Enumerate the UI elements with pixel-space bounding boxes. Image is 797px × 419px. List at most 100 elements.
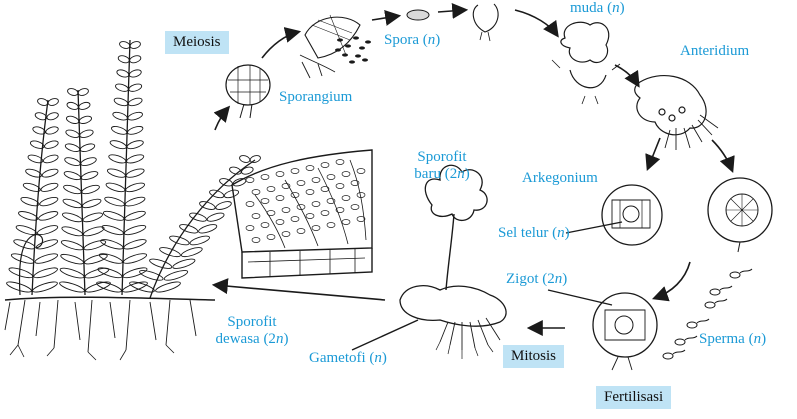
fern-leaflet	[40, 182, 59, 192]
fern-leaflet	[81, 184, 100, 195]
fern-leaflet	[64, 143, 81, 152]
fern-leaflet	[125, 168, 145, 178]
fern-leaflet	[189, 212, 207, 222]
sperm-illustration	[662, 268, 753, 360]
antheridium-illustration	[707, 177, 773, 253]
tissue-sporangium	[305, 189, 315, 195]
fern-leaflet	[78, 101, 91, 110]
spore-dot	[345, 44, 351, 48]
fern-leaflet	[41, 168, 59, 178]
tissue-sporangium	[251, 213, 261, 219]
fern-leaflet	[80, 171, 99, 181]
fern-leaflet	[38, 211, 59, 221]
fern-leaflet	[59, 267, 85, 279]
tissue-sporangium	[320, 162, 330, 168]
muda-label: muda (n)	[570, 0, 625, 16]
tissue-sporangium	[245, 177, 255, 183]
fertilisasi-label: Fertilisasi	[596, 386, 672, 409]
fern-leaflet	[139, 270, 164, 281]
sporofit-baru-label: Sporofit baru (2n)	[414, 149, 470, 182]
tissue-sporangium	[266, 210, 276, 216]
fern-leaflet	[84, 253, 108, 265]
fern-leaflet	[13, 239, 36, 250]
mature-gametophyte-illustration	[634, 74, 719, 150]
fern-leaflet	[241, 166, 254, 175]
tissue-sporangium	[326, 222, 336, 228]
fern-leaflet	[60, 240, 84, 251]
fern-leaflet	[33, 267, 58, 279]
tissue-sporangium	[320, 186, 330, 192]
tissue-sporangium	[356, 192, 366, 198]
tissue-sporangium	[356, 216, 366, 222]
fern-leaflet	[223, 189, 240, 199]
fern-leaflet	[60, 253, 84, 265]
fern-leaflet	[63, 171, 82, 181]
fern-leaflet	[96, 281, 122, 293]
fern-leaflet	[66, 101, 79, 110]
tissue-sporangium	[281, 183, 291, 189]
sporangium-illustration	[225, 64, 271, 119]
fern-leaflet	[129, 41, 141, 49]
tissue-sporangium	[335, 183, 345, 189]
tissue-sporangium	[311, 201, 321, 207]
fertilization-illustration	[592, 292, 658, 371]
fern-leaflet	[78, 115, 93, 124]
spore-dot	[353, 36, 359, 40]
tissue-sporangium	[356, 168, 366, 174]
sporofit-dewasa-label: Sporofit dewasa (2n)	[215, 314, 289, 347]
tissue-sporangium	[335, 207, 345, 213]
fern-leaflet	[209, 189, 225, 199]
tissue-sporangium	[341, 219, 351, 225]
fern-leaflet	[36, 225, 59, 236]
fern-leaflet	[67, 88, 79, 96]
anteridium-label: Anteridium	[680, 43, 750, 59]
fern-leaflet	[189, 235, 210, 246]
germinating-spore-illustration	[472, 3, 499, 42]
fern-leaflet	[229, 166, 242, 175]
fern-leaflet	[111, 126, 128, 135]
fern-leaflet	[46, 112, 59, 121]
tissue-sporangium	[245, 201, 255, 207]
fern-leaflet	[125, 182, 145, 193]
fern-leaflet	[106, 168, 126, 178]
fern-leaflet	[39, 196, 59, 207]
tissue-sporangium	[296, 228, 306, 234]
fern-leaflet	[104, 196, 125, 207]
fern-leaflet	[27, 154, 44, 164]
fern-leaflet	[155, 281, 181, 293]
fern-leaflet	[123, 253, 148, 264]
fern-leaflet	[159, 247, 181, 258]
fern-leaflet	[112, 111, 128, 121]
fern-leaflet	[179, 224, 199, 234]
fern-leaflet	[122, 267, 148, 279]
spore-dot	[337, 38, 343, 42]
fern-leaflet	[239, 155, 251, 163]
tissue-sporangium	[260, 174, 270, 180]
fern-leaflet	[206, 212, 225, 222]
fern-leaflet	[35, 239, 59, 250]
tissue-sporangium	[290, 192, 300, 198]
fern-leaflet	[83, 226, 105, 237]
tissue-sporangium	[260, 222, 270, 228]
fern-leaflet	[65, 129, 80, 138]
fern-leaflet	[63, 184, 82, 195]
fern-leaflet	[32, 281, 58, 293]
fern-leaflet	[32, 126, 46, 135]
tissue-sporangium	[341, 195, 351, 201]
fern-leaflet	[61, 226, 83, 237]
fern-leaflet	[42, 154, 59, 164]
fern-leaflet	[127, 97, 143, 107]
sporangium-label: Sporangium	[279, 89, 353, 105]
tissue-sporangium	[296, 204, 306, 210]
fern-leaflet	[102, 210, 125, 221]
fern-leaflet	[199, 201, 216, 210]
fern-leaflet	[37, 98, 49, 106]
fern-leaflet	[45, 126, 59, 135]
tissue-sporangium	[350, 204, 360, 210]
fern-leaflet	[116, 69, 130, 78]
fern-leaflet	[123, 225, 147, 236]
mature-fern-illustration	[4, 39, 261, 361]
releasing-sporangium-illustration	[299, 14, 371, 79]
young-gametophyte-illustration	[551, 21, 621, 105]
